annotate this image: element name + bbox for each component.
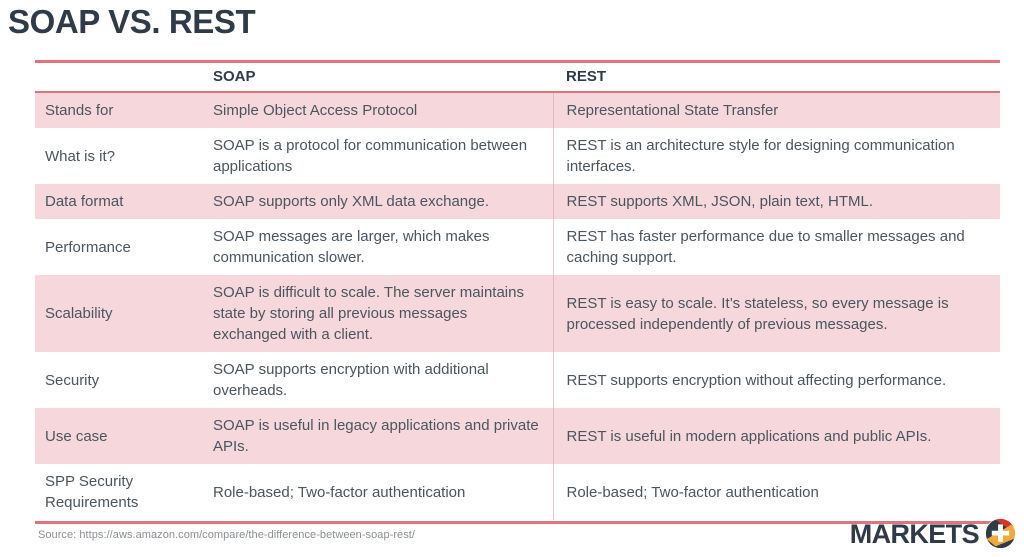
column-header-rest: REST [553,63,1000,93]
row-soap-value: SOAP is useful in legacy applications an… [200,408,553,464]
column-header-soap: SOAP [200,63,553,93]
row-soap-value: SOAP messages are larger, which makes co… [200,219,553,275]
brand-logo: MARKETS [850,518,1016,549]
row-soap-value: SOAP supports encryption with additional… [200,352,553,408]
row-label: Data format [35,184,200,219]
table-header: SOAP REST [35,63,1000,93]
table-row: Performance SOAP messages are larger, wh… [35,219,1000,275]
soap-vs-rest-table: SOAP REST Stands for Simple Object Acces… [35,63,1000,520]
row-soap-value: SOAP supports only XML data exchange. [200,184,553,219]
row-rest-value: REST is easy to scale. It’s stateless, s… [552,275,1000,352]
row-soap-value: SOAP is a protocol for communication bet… [200,128,553,184]
row-rest-value: REST is an architecture style for design… [552,128,1000,184]
page-title: SOAP VS. REST [8,3,256,40]
table-row: Security SOAP supports encryption with a… [35,352,1000,408]
row-label: SPP Security Requirements [35,464,200,520]
table-row: Data format SOAP supports only XML data … [35,184,1000,219]
column-header-attribute [35,63,200,93]
table-header-row: SOAP REST [35,63,1000,93]
row-rest-value: REST supports encryption without affecti… [552,352,1000,408]
row-soap-value: Simple Object Access Protocol [200,92,553,128]
row-rest-value: REST supports XML, JSON, plain text, HTM… [552,184,1000,219]
row-rest-value: Representational State Transfer [552,92,1000,128]
row-rest-value: REST has faster performance due to small… [552,219,1000,275]
row-label: What is it? [35,128,200,184]
row-label: Stands for [35,92,200,128]
table-row: Use case SOAP is useful in legacy applic… [35,408,1000,464]
table-top-rule [35,60,1000,63]
row-soap-value: SOAP is difficult to scale. The server m… [200,275,553,352]
row-label: Security [35,352,200,408]
row-rest-value: Role-based; Two-factor authentication [552,464,1000,520]
row-rest-value: REST is useful in modern applications an… [552,408,1000,464]
table-body: Stands for Simple Object Access Protocol… [35,92,1000,520]
row-soap-value: Role-based; Two-factor authentication [200,464,553,520]
table-row: What is it? SOAP is a protocol for commu… [35,128,1000,184]
table-row: Scalability SOAP is difficult to scale. … [35,275,1000,352]
row-label: Use case [35,408,200,464]
source-note: Source: https://aws.amazon.com/compare/t… [38,529,415,541]
table-row: SPP Security Requirements Role-based; Tw… [35,464,1000,520]
table-row: Stands for Simple Object Access Protocol… [35,92,1000,128]
brand-wordmark: MARKETS [849,518,980,549]
comparison-table-wrapper: SOAP REST Stands for Simple Object Acces… [35,60,1000,520]
table-bottom-rule [35,521,1000,524]
markets-plus-circle-icon [985,518,1016,549]
row-label: Scalability [35,275,200,352]
row-label: Performance [35,219,200,275]
